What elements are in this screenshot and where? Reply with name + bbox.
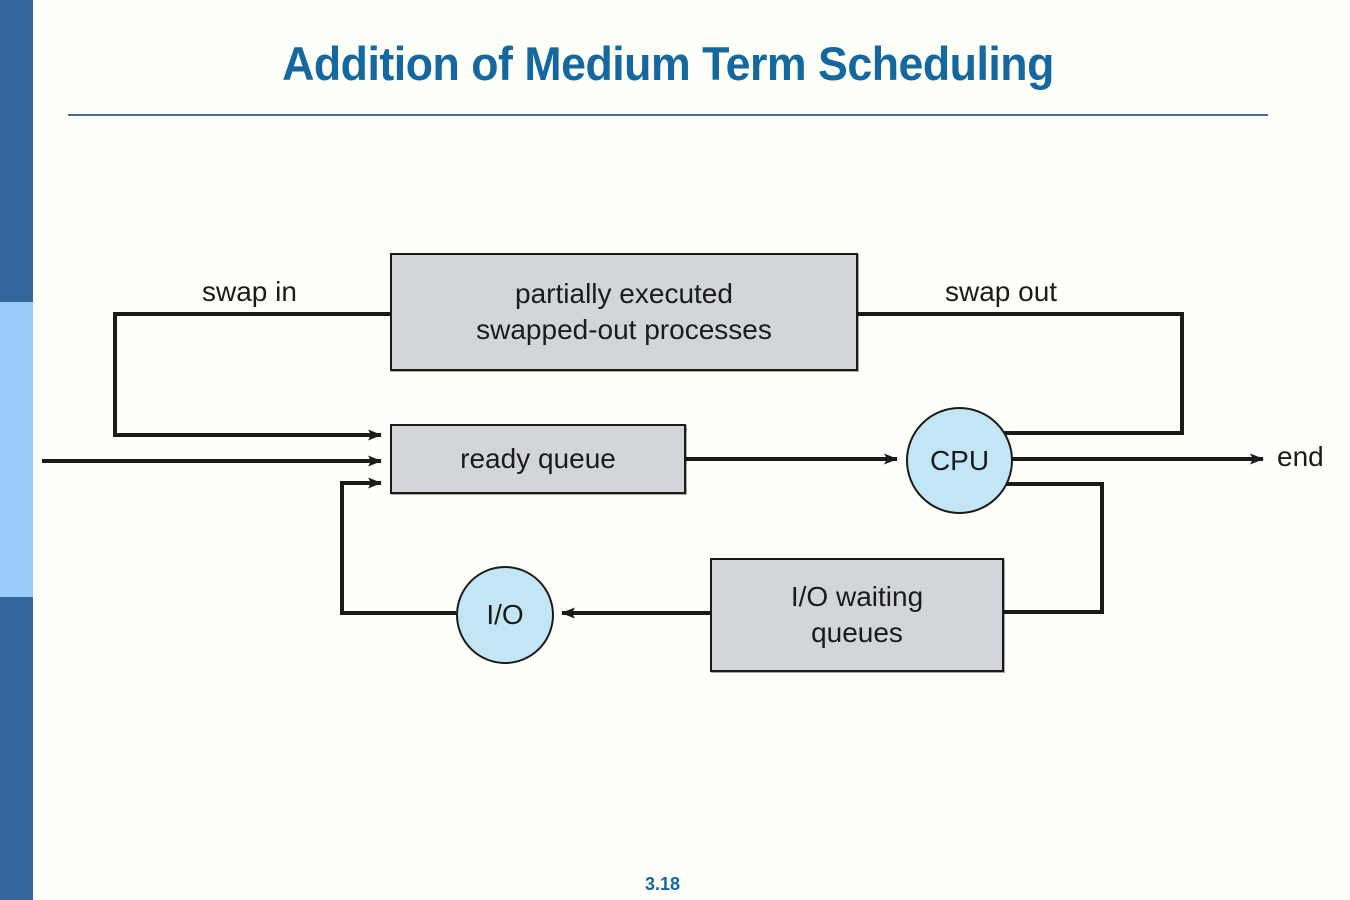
node-iowait-line-1: I/O waiting (790, 580, 924, 612)
node-swapped-line-1: partially executed (515, 277, 733, 309)
edge-label-end: end (1277, 441, 1324, 472)
node-cpu: CPU (906, 407, 1013, 514)
edge-swap-out (854, 312, 1184, 435)
sidebar-segment-bottom (0, 597, 33, 900)
sidebar-segment-top (0, 0, 33, 302)
node-io: I/O (456, 566, 554, 664)
node-cpu-label: CPU (929, 444, 990, 476)
slide-accent-sidebar (0, 0, 33, 900)
page-title: Addition of Medium Term Scheduling (282, 37, 1054, 90)
node-ready-queue-label: ready queue (460, 442, 616, 474)
node-io-label: I/O (486, 599, 524, 630)
node-io-waiting-queues: I/O waiting queues (710, 558, 1004, 672)
edge-io-to-ready (340, 477, 456, 615)
node-iowait-line-2: queues (811, 617, 903, 648)
node-swapped-line-2: swapped-out processes (476, 314, 772, 345)
title-underline-rule (68, 114, 1268, 116)
edge-label-swap-out: swap out (945, 276, 1058, 307)
edge-label-swap-in: swap in (202, 276, 297, 307)
sidebar-segment-middle (0, 302, 33, 597)
node-partially-executed-swapped-out-processes: partially executed swapped-out processes (390, 253, 858, 371)
edge-cpu-to-io-waiting (1000, 482, 1104, 614)
slide-page-number: 3.18 (644, 874, 681, 894)
edge-swap-in (113, 312, 390, 441)
node-ready-queue: ready queue (390, 424, 686, 494)
